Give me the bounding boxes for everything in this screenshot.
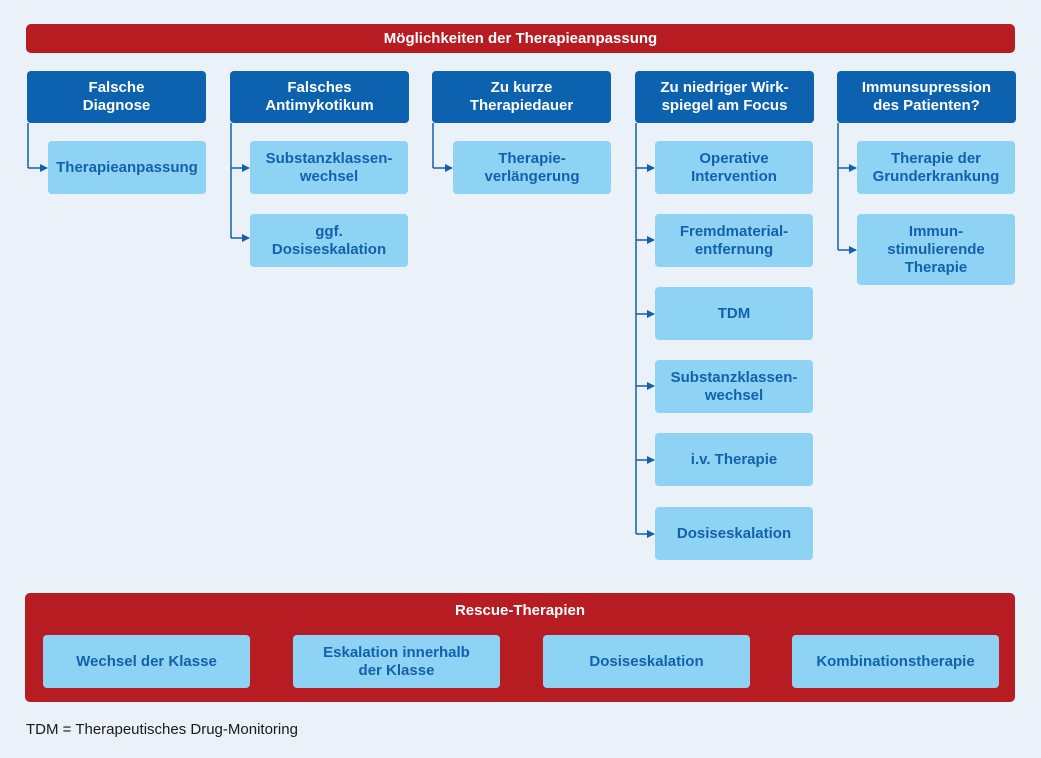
category-header-falsche-diagnose: Falsche Diagnose xyxy=(27,71,206,123)
main-title-banner: Möglichkeiten der Therapieanpassung xyxy=(26,24,1015,53)
option-immunstimulierende-therapie: Immun- stimulierende Therapie xyxy=(857,214,1015,285)
option-operative-intervention: Operative Intervention xyxy=(655,141,813,194)
rescue-title: Rescue-Therapien xyxy=(454,602,586,619)
category-header-zu-kurze-therapiedauer: Zu kurze Therapiedauer xyxy=(432,71,611,123)
option-tdm: TDM xyxy=(655,287,813,340)
category-header-immunsupression: Immunsupression des Patienten? xyxy=(837,71,1016,123)
option-therapieanpassung: Therapieanpassung xyxy=(48,141,206,194)
rescue-item-kombinationstherapie: Kombinationstherapie xyxy=(792,635,999,688)
rescue-therapies-panel: Rescue-Therapien Wechsel der Klasse Eska… xyxy=(25,593,1015,702)
rescue-item-eskalation-innerhalb: Eskalation innerhalb der Klasse xyxy=(293,635,500,688)
footnote: TDM = Therapeutisches Drug-Monitoring xyxy=(26,721,298,738)
rescue-item-wechsel-der-klasse: Wechsel der Klasse xyxy=(43,635,250,688)
rescue-item-dosiseskalation: Dosiseskalation xyxy=(543,635,750,688)
option-substanzklassenwechsel-2: Substanzklassen- wechsel xyxy=(655,360,813,413)
option-fremdmaterialentfernung: Fremdmaterial- entfernung xyxy=(655,214,813,267)
category-header-zu-niedriger-wirkspiegel: Zu niedriger Wirk- spiegel am Focus xyxy=(635,71,814,123)
option-therapie-der-grunderkrankung: Therapie der Grunderkrankung xyxy=(857,141,1015,194)
option-iv-therapie: i.v. Therapie xyxy=(655,433,813,486)
option-therapieverlaengerung: Therapie- verlängerung xyxy=(453,141,611,194)
option-dosiseskalation: Dosiseskalation xyxy=(655,507,813,560)
category-header-falsches-antimykotikum: Falsches Antimykotikum xyxy=(230,71,409,123)
option-substanzklassenwechsel: Substanzklassen- wechsel xyxy=(250,141,408,194)
option-dosiseskalation-ggf: ggf. Dosiseskalation xyxy=(250,214,408,267)
